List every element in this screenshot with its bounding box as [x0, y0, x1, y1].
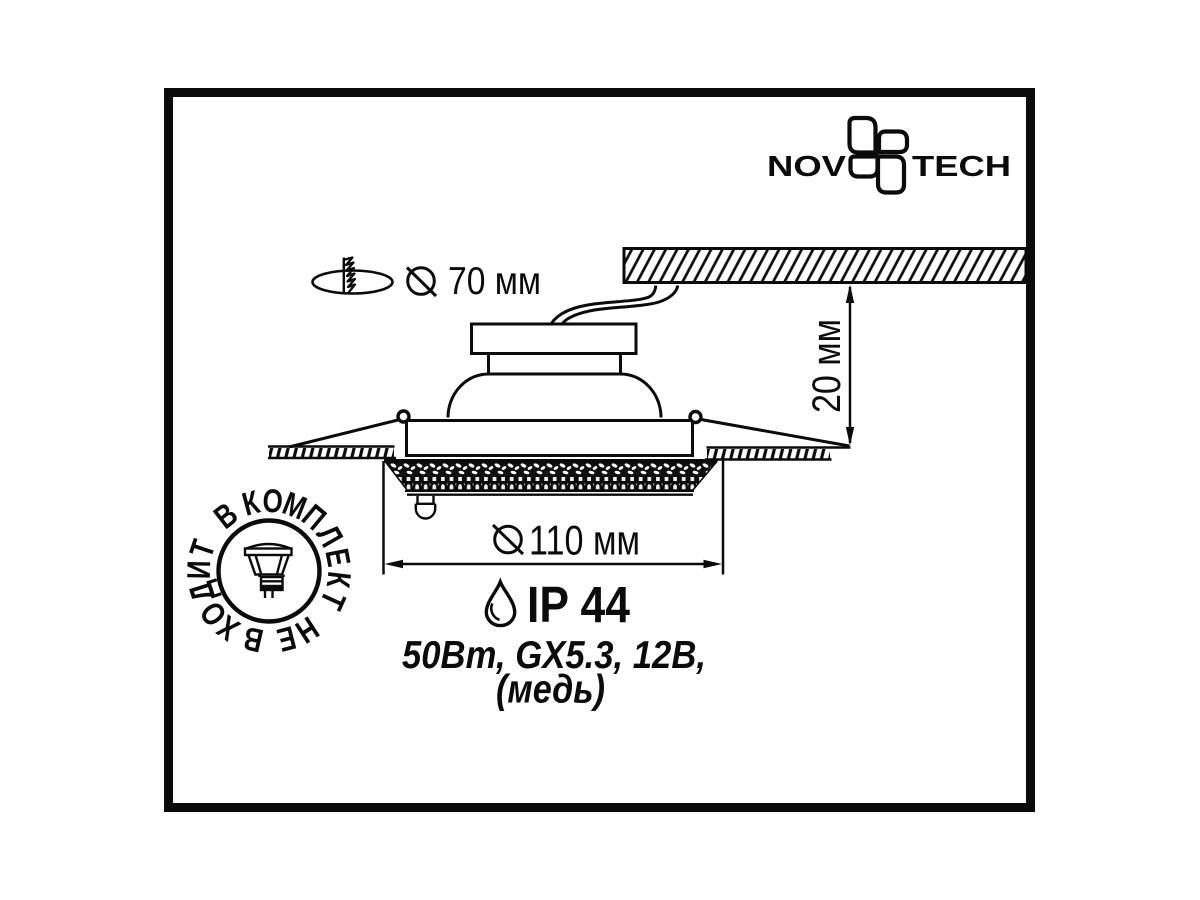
svg-text:К: К: [319, 569, 357, 590]
svg-text:NOV: NOV: [767, 151, 847, 183]
svg-text:50Вт, GX5.3, 12В,: 50Вт, GX5.3, 12В,: [402, 634, 706, 677]
svg-text:(медь): (медь): [496, 668, 605, 712]
svg-text:110 мм: 110 мм: [529, 517, 640, 564]
svg-text:70 мм: 70 мм: [448, 260, 541, 303]
svg-text:IP 44: IP 44: [527, 576, 631, 633]
svg-text:20 мм: 20 мм: [805, 319, 849, 413]
svg-text:И: И: [181, 560, 218, 579]
svg-text:О: О: [262, 483, 284, 521]
svg-text:TECH: TECH: [912, 151, 1011, 183]
